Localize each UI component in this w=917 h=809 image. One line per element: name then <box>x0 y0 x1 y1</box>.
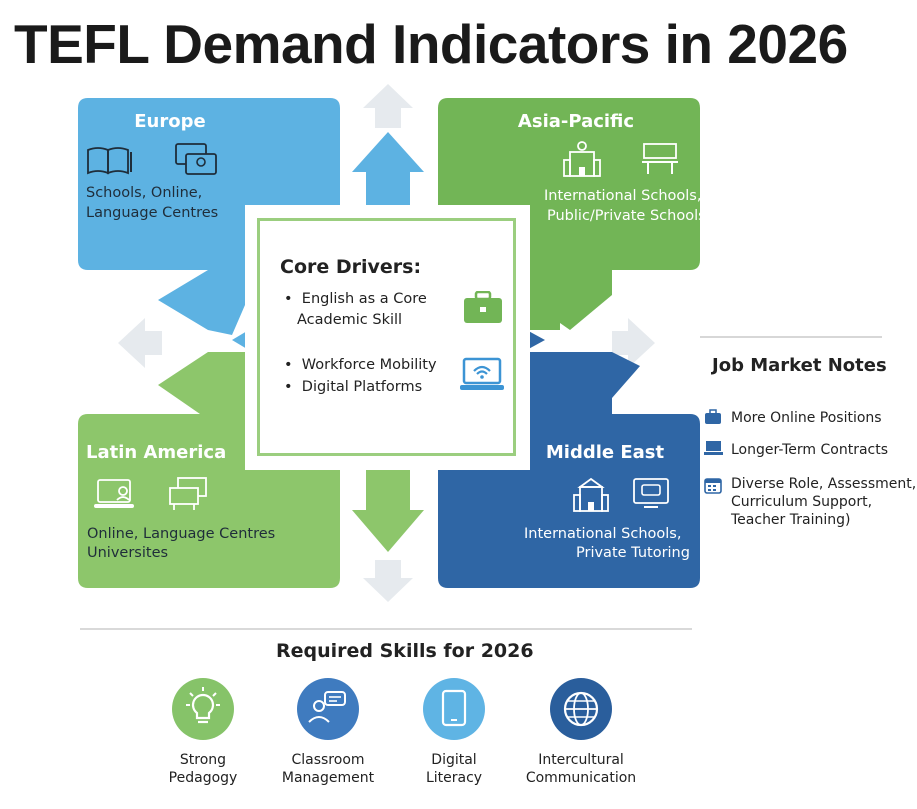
note-2: Longer-Term Contracts <box>731 442 889 458</box>
note-3-cont-2: Teacher Training) <box>731 512 851 528</box>
europe-quadrant <box>78 98 340 335</box>
note-3-cont-1: Curriculum Support, <box>731 494 873 510</box>
right-arrow-green-top <box>530 205 560 330</box>
skills-title: Required Skills for 2026 <box>276 640 534 662</box>
down-arrow-green <box>352 460 424 552</box>
up-arrow-blue <box>352 132 424 215</box>
lightbulb-icon <box>186 687 220 724</box>
asia-title: Asia-Pacific <box>517 111 635 132</box>
latam-line-1: Online, Language Centres <box>87 526 276 542</box>
notes-title: Job Market Notes <box>712 355 887 376</box>
mideast-title: Middle East <box>545 442 665 463</box>
core-frame <box>245 205 530 470</box>
contract-laptop-icon <box>704 441 723 455</box>
mideast-quadrant <box>438 352 700 588</box>
desk-icon <box>642 143 678 174</box>
down-arrow-grey <box>363 560 413 602</box>
tablet-icon <box>441 689 467 727</box>
skill-circle-digital <box>423 678 485 740</box>
classroom-desks-icon <box>169 477 207 510</box>
europe-line-1: Schools, Online, <box>86 185 203 201</box>
core-bullet-3: • Digital Platforms <box>284 379 423 395</box>
latam-line-2: Universites <box>87 545 169 561</box>
books-icon <box>87 147 132 175</box>
core-bullet-1: • English as a Core <box>284 291 427 307</box>
europe-line-2: Language Centres <box>86 205 219 221</box>
up-arrow-grey <box>363 84 413 128</box>
right-arrow-grey <box>612 318 655 368</box>
left-arrow-grey <box>118 318 162 368</box>
mideast-line-1: International Schools, <box>524 526 682 542</box>
core-title: Core Drivers: <box>280 256 422 278</box>
laptop-user-icon <box>94 479 134 508</box>
briefcase-small-icon <box>705 409 721 424</box>
core-bullet-2: • Workforce Mobility <box>284 357 437 373</box>
europe-title: Europe <box>134 111 206 132</box>
core-bullet-1-cont: Academic Skill <box>297 312 403 328</box>
laptop-wifi-icon <box>460 357 504 390</box>
core-frame-border <box>257 218 516 456</box>
skill-circle-pedagogy <box>172 678 234 740</box>
note-3: Diverse Role, Assessment, <box>731 476 917 492</box>
briefcase-icon <box>464 291 502 323</box>
latam-title: Latin America <box>86 442 227 463</box>
mideast-line-2: Private Tutoring <box>576 545 690 561</box>
school-building-icon <box>563 141 601 177</box>
notes-divider-top <box>700 336 882 338</box>
skills-divider <box>80 628 692 630</box>
page-title: TEFL Demand Indicators in 2026 <box>14 13 848 75</box>
asia-line-2: Public/Private Schools <box>547 208 706 224</box>
asia-line-1: International Schools, <box>544 188 702 204</box>
skill-circle-intercultural <box>550 678 612 740</box>
note-1: More Online Positions <box>731 410 882 426</box>
asia-quadrant <box>438 98 700 330</box>
teacher-chat-icon <box>308 691 346 723</box>
skill-circle-classroom <box>297 678 359 740</box>
globe-icon <box>563 691 599 727</box>
calendar-icon <box>704 478 722 494</box>
tutoring-screen-icon <box>633 478 669 508</box>
online-class-icon <box>175 143 217 175</box>
latam-quadrant <box>78 352 340 588</box>
school-icon <box>573 477 609 512</box>
